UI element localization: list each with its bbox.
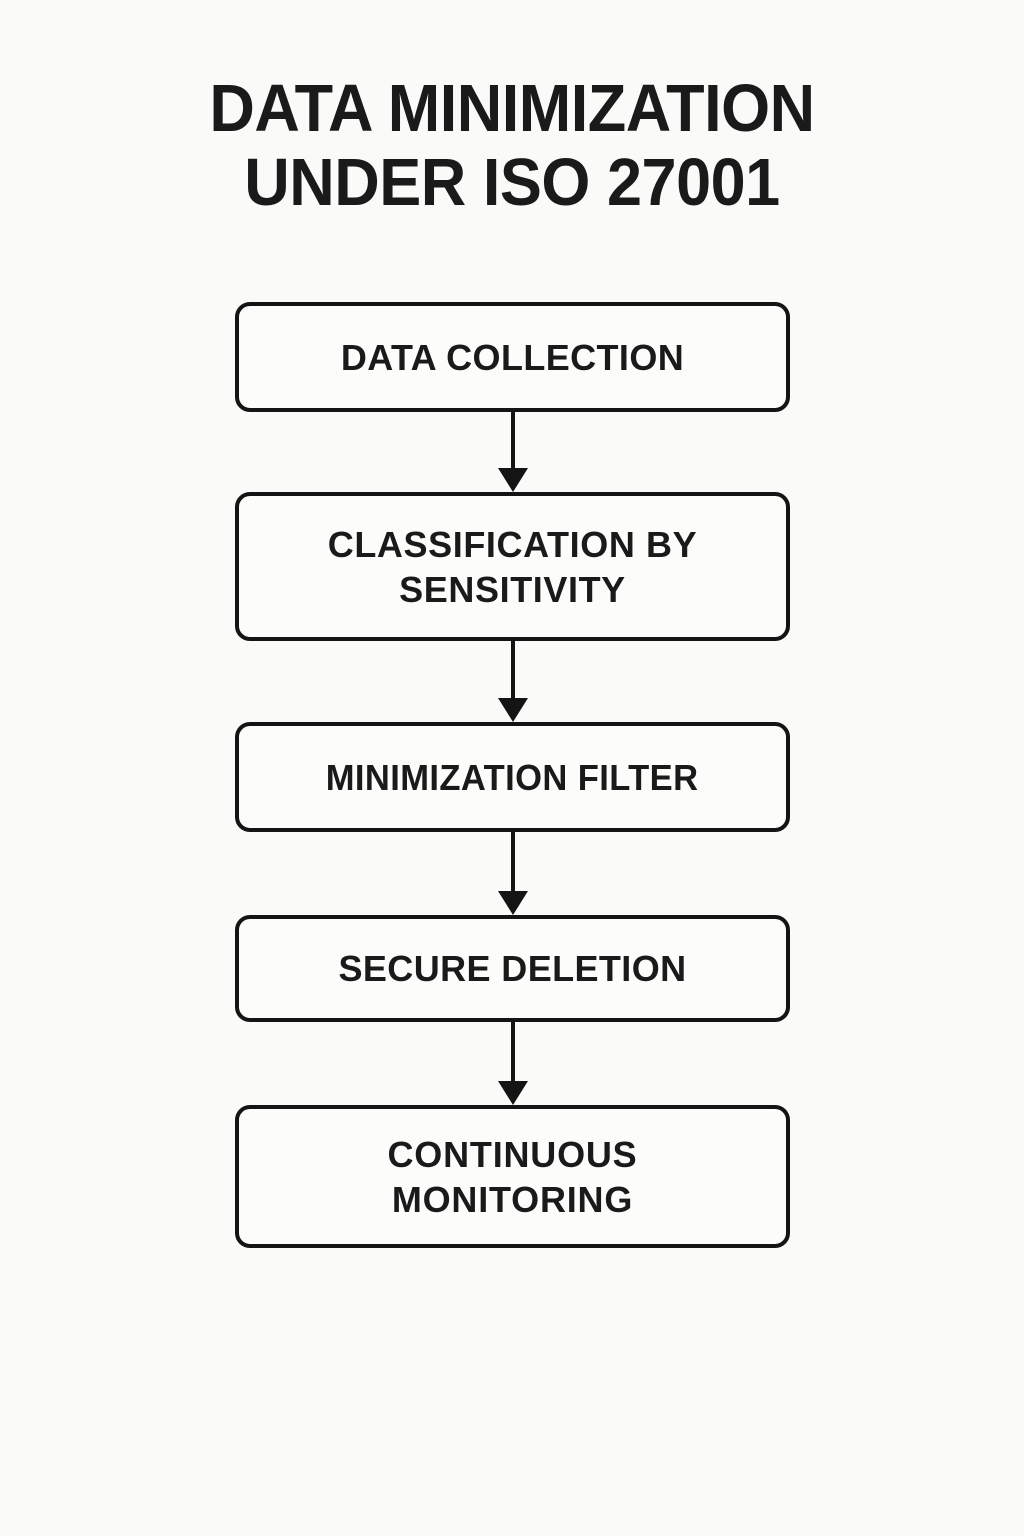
flow-connector-4 xyxy=(235,1022,790,1105)
flow-node-label: DATA COLLECTION xyxy=(340,336,685,378)
flow-node-label: SECURE DELETION xyxy=(338,948,687,989)
flow-node-continuous-monitoring[interactable]: CONTINUOUS MONITORING xyxy=(235,1105,790,1248)
flow-node-label: CLASSIFICATION BY SENSITIVITY xyxy=(327,523,698,610)
flow-connector-3 xyxy=(235,832,790,915)
connector-line xyxy=(510,1022,515,1081)
flow-node-secure-deletion[interactable]: SECURE DELETION xyxy=(235,915,790,1022)
arrow-down-icon xyxy=(497,698,528,722)
arrow-down-icon xyxy=(497,1081,528,1105)
flow-node-data-collection[interactable]: DATA COLLECTION xyxy=(235,302,790,412)
arrow-down-icon xyxy=(497,468,528,492)
connector-line xyxy=(510,832,515,891)
connector-line xyxy=(510,641,515,698)
page-title-line-2: UNDER ISO 27001 xyxy=(244,145,780,220)
flow-connector-1 xyxy=(235,412,790,492)
arrow-down-icon xyxy=(497,891,528,915)
flow-node-minimization-filter[interactable]: MINIMIZATION FILTER xyxy=(235,722,790,832)
flow-node-label: MINIMIZATION FILTER xyxy=(326,756,699,798)
page-title: DATA MINIMIZATION UNDER ISO 27001 xyxy=(0,72,1024,220)
flow-node-classification-sensitivity[interactable]: CLASSIFICATION BY SENSITIVITY xyxy=(235,492,790,641)
flow-node-label: CONTINUOUS MONITORING xyxy=(387,1133,638,1220)
flowchart: DATA COLLECTION CLASSIFICATION BY SENSIT… xyxy=(235,302,790,1248)
connector-line xyxy=(510,412,515,468)
flow-connector-2 xyxy=(235,641,790,722)
page-title-line-1: DATA MINIMIZATION xyxy=(209,71,815,146)
